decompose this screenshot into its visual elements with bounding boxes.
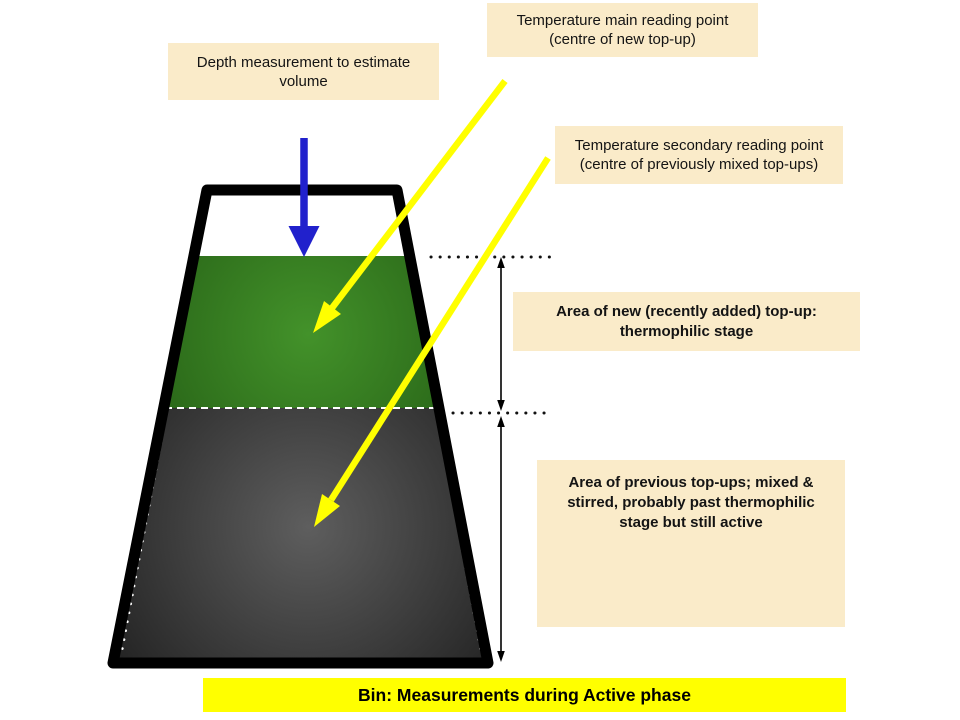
- previous-topup-area: [113, 408, 488, 663]
- new-topup-area: [164, 256, 440, 408]
- measure-arrow-lower-layer: [497, 416, 505, 662]
- label-area-previous-topups: Area of previous top-ups; mixed & stirre…: [537, 460, 845, 627]
- measure-arrow-upper-layer: [497, 257, 505, 411]
- label-temp-secondary-reading-point: Temperature secondary reading point (cen…: [555, 126, 843, 184]
- label-temp-main-reading-point: Temperature main reading point (centre o…: [487, 3, 758, 57]
- depth-arrow-icon: [288, 138, 320, 257]
- diagram-title-banner: Bin: Measurements during Active phase: [203, 678, 846, 712]
- temp-secondary-arrow-icon: [314, 156, 551, 527]
- temp-main-arrow-icon: [313, 79, 508, 333]
- bin-outline: [107, 184, 494, 669]
- label-depth-measurement: Depth measurement to estimate volume: [168, 43, 439, 100]
- label-area-new-topup: Area of new (recently added) top-up: the…: [513, 292, 860, 351]
